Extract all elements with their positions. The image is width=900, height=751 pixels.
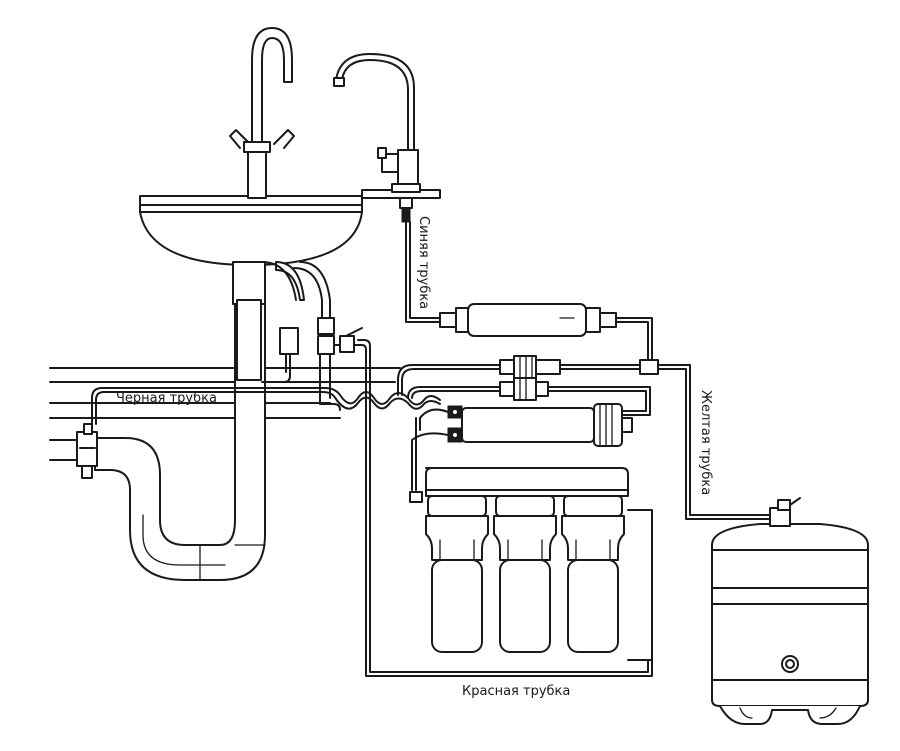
tee-fitting-icon — [639, 359, 659, 375]
check-valve-icon — [499, 355, 561, 401]
blue-tube-label: Синяя трубка — [416, 216, 431, 309]
blue-tube — [405, 221, 441, 323]
storage-tank-icon — [711, 523, 869, 725]
prefilter-housing-2-icon — [493, 495, 557, 653]
yellow-tube — [657, 364, 771, 516]
black-tube-label: Черная трубка — [116, 391, 217, 406]
drain-saddle-icon — [76, 423, 98, 479]
drain-trap-icon — [94, 299, 266, 581]
mixer-faucet-icon — [229, 27, 295, 199]
red-tube-label: Красная трубка — [462, 684, 570, 699]
prefilter-housing-1-icon — [425, 495, 489, 653]
tank-valve-icon — [769, 497, 801, 527]
post-filter-icon — [439, 303, 617, 337]
prefilter-housing-3-icon — [561, 495, 625, 653]
membrane-housing-icon — [447, 403, 633, 447]
red-tube — [353, 344, 653, 677]
sink-icon — [139, 195, 363, 381]
yellow-tube-label: Желтая трубка — [698, 390, 713, 495]
feed-valve-icon — [261, 261, 363, 411]
black-tube — [91, 387, 441, 425]
ro-faucet-icon — [333, 53, 421, 223]
